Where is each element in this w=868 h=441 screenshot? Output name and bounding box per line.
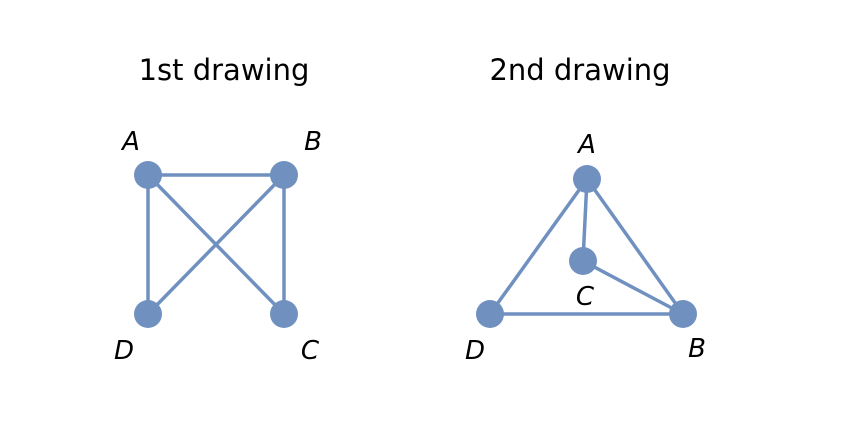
node-c [270,300,298,328]
node-label-c: C [576,282,595,312]
drawing-1: A B C D [114,127,322,366]
node-b [669,300,697,328]
drawing-2: A B C D [465,130,706,366]
node-label-c: C [301,336,320,366]
node-d [134,300,162,328]
node-a [573,165,601,193]
node-a [134,161,162,189]
drawing-1-title: 1st drawing [139,53,310,87]
node-c [569,247,597,275]
node-label-b: B [688,334,706,364]
edge-a-d [488,177,589,316]
node-b [270,161,298,189]
node-label-b: B [304,127,322,157]
edge-b-d [146,173,286,316]
edge-a-b [585,177,685,316]
node-d [476,300,504,328]
drawing-2-title: 2nd drawing [489,53,670,87]
node-label-d: D [114,336,134,366]
edge-c-b [581,259,685,316]
node-label-a: A [120,127,140,157]
node-label-a: A [576,130,596,160]
node-label-d: D [465,336,485,366]
